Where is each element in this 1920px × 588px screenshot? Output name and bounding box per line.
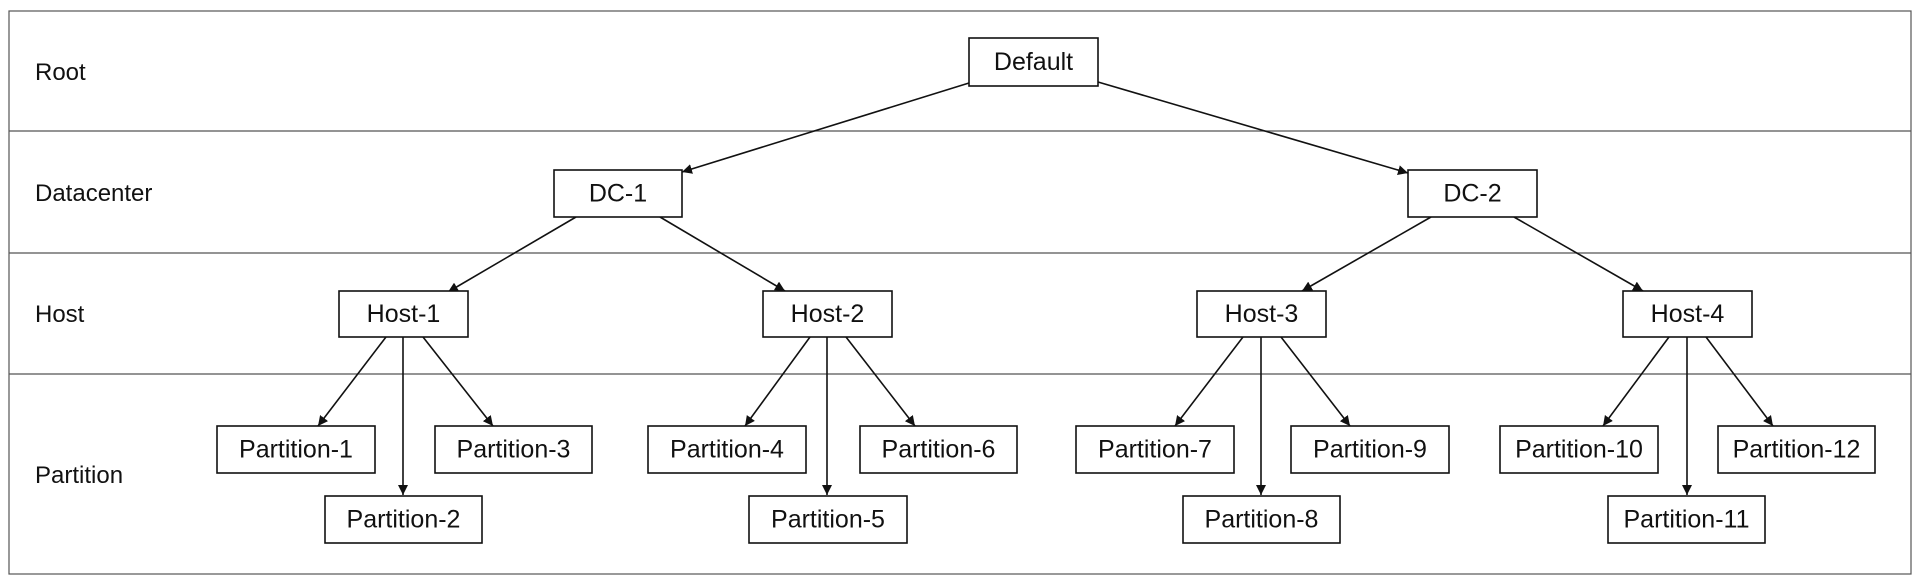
- node-partition-1: Partition-1: [216, 425, 376, 474]
- node-dc-2-label: DC-2: [1443, 180, 1501, 208]
- node-partition-10-label: Partition-10: [1515, 436, 1643, 464]
- node-partition-2: Partition-2: [324, 495, 483, 544]
- node-dc-1: DC-1: [553, 169, 683, 218]
- edge-host3-to-p9: [1280, 336, 1351, 427]
- node-partition-11: Partition-11: [1607, 495, 1766, 544]
- edges-layer: [317, 81, 1774, 495]
- node-host-3-label: Host-3: [1225, 300, 1299, 328]
- edge-host2-to-p4: [744, 336, 811, 427]
- node-partition-3: Partition-3: [434, 425, 593, 474]
- node-partition-8: Partition-8: [1182, 495, 1341, 544]
- node-dc-2: DC-2: [1407, 169, 1538, 218]
- node-host-1: Host-1: [338, 290, 469, 338]
- band-label-datacenter: Datacenter: [35, 180, 152, 207]
- edge-host1-to-p3: [422, 336, 494, 427]
- node-partition-5: Partition-5: [748, 495, 908, 544]
- band-label-root: Root: [35, 59, 86, 86]
- node-partition-2-label: Partition-2: [347, 506, 461, 534]
- edge-host1-to-p1: [317, 336, 387, 427]
- node-partition-4-label: Partition-4: [670, 436, 784, 464]
- edge-host4-to-p10: [1602, 336, 1670, 427]
- node-partition-4: Partition-4: [647, 425, 807, 474]
- node-host-1-label: Host-1: [367, 300, 441, 328]
- node-host-2-label: Host-2: [791, 300, 865, 328]
- node-default-label: Default: [994, 48, 1073, 76]
- edge-dc1-to-host2: [659, 216, 786, 292]
- node-default: Default: [968, 37, 1099, 87]
- node-dc-1-label: DC-1: [589, 180, 647, 208]
- edge-default-to-dc1: [681, 82, 970, 174]
- edge-host3-to-p7: [1174, 336, 1244, 427]
- node-host-4-label: Host-4: [1651, 300, 1725, 328]
- node-partition-3-label: Partition-3: [457, 436, 571, 464]
- edge-host2-to-p6: [845, 336, 916, 427]
- edge-dc2-to-host3: [1301, 216, 1432, 292]
- node-host-3: Host-3: [1196, 290, 1327, 338]
- node-partition-9-label: Partition-9: [1313, 436, 1427, 464]
- node-partition-12-label: Partition-12: [1733, 436, 1861, 464]
- node-partition-1-label: Partition-1: [239, 436, 353, 464]
- node-partition-10: Partition-10: [1499, 425, 1659, 474]
- node-partition-7: Partition-7: [1075, 425, 1235, 474]
- edge-dc2-to-host4: [1513, 216, 1644, 292]
- node-partition-5-label: Partition-5: [771, 506, 885, 534]
- edge-host4-to-p12: [1705, 336, 1774, 427]
- node-partition-6: Partition-6: [859, 425, 1018, 474]
- edge-dc1-to-host1: [447, 216, 577, 293]
- band-label-partition: Partition: [35, 462, 123, 489]
- node-partition-12: Partition-12: [1717, 425, 1876, 474]
- node-partition-9: Partition-9: [1290, 425, 1450, 474]
- node-partition-8-label: Partition-8: [1205, 506, 1319, 534]
- node-partition-7-label: Partition-7: [1098, 436, 1212, 464]
- diagram-frame: [8, 10, 1912, 575]
- edge-default-to-dc2: [1097, 81, 1409, 175]
- band-label-host: Host: [35, 301, 85, 328]
- node-partition-6-label: Partition-6: [882, 436, 996, 464]
- node-host-4: Host-4: [1622, 290, 1753, 338]
- node-host-2: Host-2: [762, 290, 893, 338]
- node-partition-11-label: Partition-11: [1624, 506, 1750, 534]
